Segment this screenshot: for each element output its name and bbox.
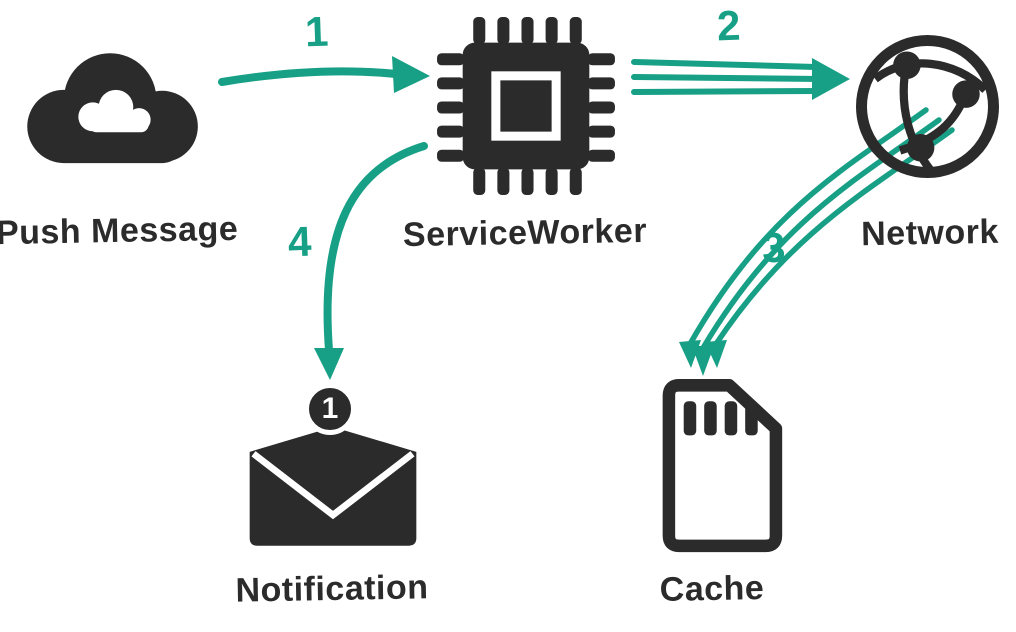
arrow-step-4 bbox=[314, 142, 428, 380]
chip-icon bbox=[428, 8, 624, 204]
notification-badge: 1 bbox=[304, 383, 356, 435]
push-message-label: Push Message bbox=[0, 209, 239, 253]
notification-label: Notification bbox=[235, 568, 429, 610]
cloud-icon bbox=[8, 26, 220, 198]
step-number-3: 3 bbox=[761, 223, 787, 272]
step-number-4: 4 bbox=[287, 217, 313, 266]
network-label: Network bbox=[860, 212, 1000, 254]
envelope-icon bbox=[242, 405, 424, 560]
step-number-2: 2 bbox=[716, 1, 742, 50]
arrow-step-2 bbox=[631, 58, 850, 100]
globe-icon bbox=[845, 24, 1010, 189]
service-worker-label: ServiceWorker bbox=[402, 211, 648, 255]
sd-card-icon bbox=[645, 372, 793, 558]
cache-label: Cache bbox=[659, 569, 765, 609]
step-number-1: 1 bbox=[304, 7, 330, 56]
arrow-step-1 bbox=[218, 56, 430, 93]
